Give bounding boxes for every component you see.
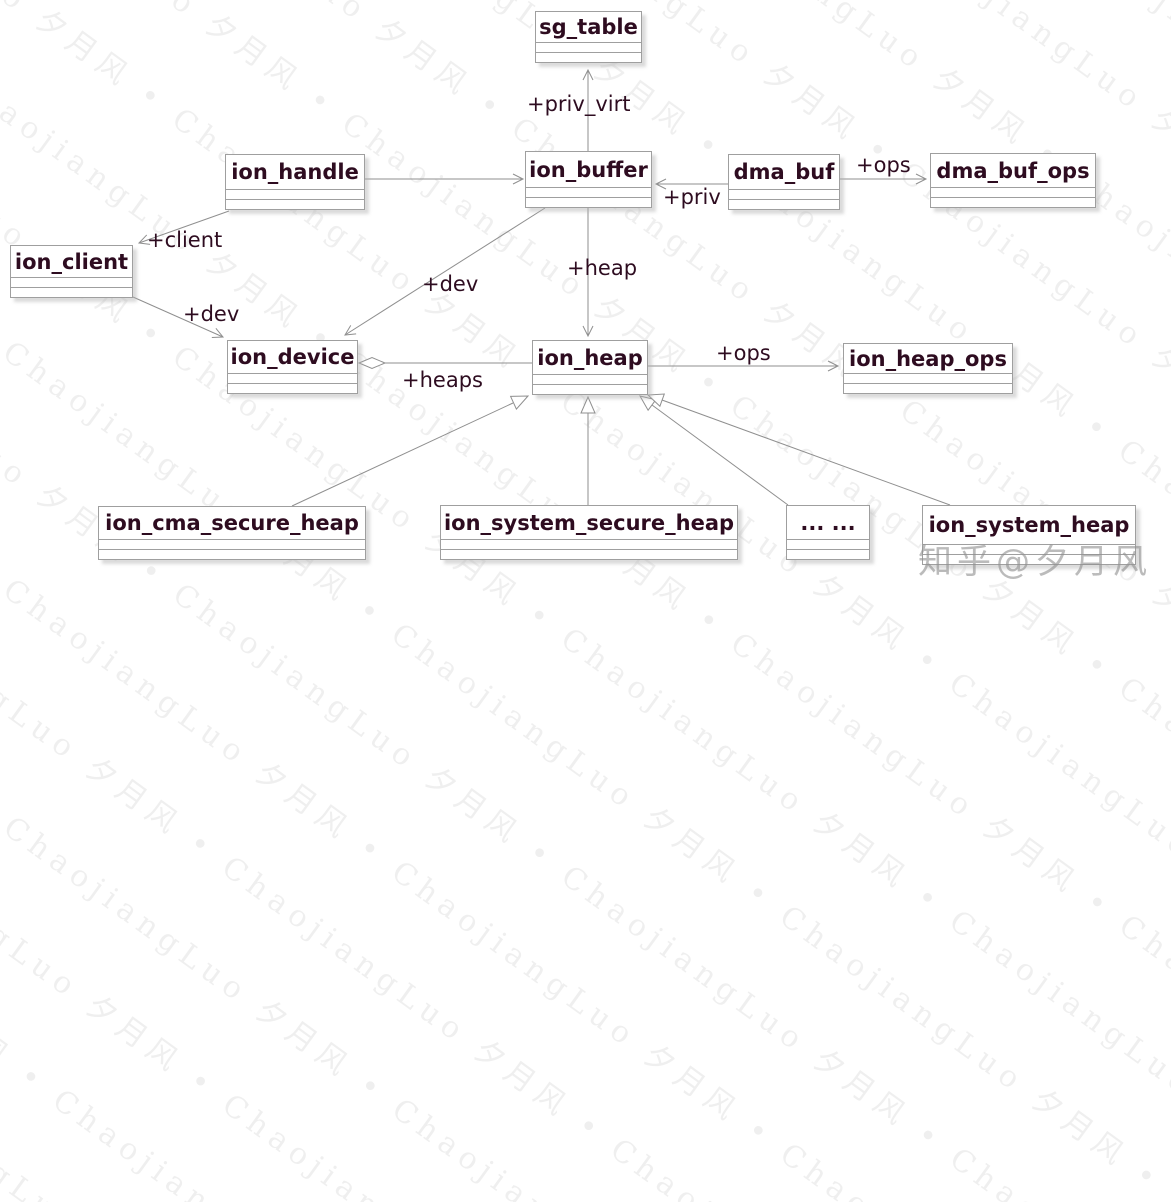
class-dma-buf: dma_buf <box>728 154 840 210</box>
attributes-compartment <box>787 539 869 549</box>
class-other-heaps: ... ... <box>786 505 870 560</box>
class-ion-cma-secure-heap: ion_cma_secure_heap <box>98 506 366 560</box>
methods-compartment <box>787 549 869 559</box>
class-title: ion_system_heap <box>928 513 1130 537</box>
edge-label-priv: +priv <box>663 185 721 209</box>
edge-label-heap: +heap <box>567 256 638 280</box>
attributes-compartment <box>11 277 132 287</box>
edge-label-ops-dmabuf: +ops <box>856 153 911 177</box>
class-title: sg_table <box>539 15 638 39</box>
class-title: ion_system_secure_heap <box>443 510 735 535</box>
class-title: dma_buf <box>733 160 835 184</box>
attributes-compartment <box>99 539 365 549</box>
edge-label-priv-virt: +priv_virt <box>527 92 631 116</box>
attributes-compartment <box>533 374 647 384</box>
class-title: ion_heap <box>537 345 643 370</box>
class-title: dma_buf_ops <box>936 158 1090 183</box>
generalization-triangle-dots <box>638 395 657 412</box>
attributes-compartment <box>441 539 737 549</box>
aggregation-diamond <box>357 356 387 370</box>
generalization-triangle-cma <box>509 395 530 411</box>
class-title: ion_heap_ops <box>849 346 1007 371</box>
edge-client-device <box>132 296 225 339</box>
edge-label-heaps: +heaps <box>402 368 483 392</box>
class-ion-handle: ion_handle <box>225 154 365 210</box>
class-ion-heap-ops: ion_heap_ops <box>843 343 1013 394</box>
methods-compartment <box>526 197 651 207</box>
edge-systemheap-heap <box>661 399 951 506</box>
methods-compartment <box>844 383 1012 393</box>
attributes-compartment <box>844 373 1012 383</box>
methods-compartment <box>226 199 364 209</box>
class-title: ion_buffer <box>529 157 648 182</box>
edge-label-dev-client: +dev <box>183 302 240 326</box>
class-ion-device: ion_device <box>227 340 358 394</box>
methods-compartment <box>533 384 647 394</box>
class-ion-heap: ion_heap <box>532 340 648 395</box>
class-ion-system-secure-heap: ion_system_secure_heap <box>440 505 738 560</box>
edge-label-dev-buffer: +dev <box>422 272 479 296</box>
edge-cmaheap-heap <box>291 402 514 507</box>
methods-compartment <box>923 554 1135 564</box>
class-sg-table: sg_table <box>535 11 642 63</box>
methods-compartment <box>441 549 737 559</box>
methods-compartment <box>729 199 839 209</box>
class-title: ion_cma_secure_heap <box>105 511 359 535</box>
class-title: ... ... <box>800 510 856 535</box>
methods-compartment <box>536 52 641 62</box>
attributes-compartment <box>729 189 839 199</box>
class-ion-buffer: ion_buffer <box>525 151 652 208</box>
generalization-triangle-system <box>646 393 666 408</box>
edge-label-client: +client <box>147 228 223 252</box>
methods-compartment <box>11 287 132 297</box>
class-ion-client: ion_client <box>10 245 133 298</box>
edge-label-ops-ionheap: +ops <box>716 341 771 365</box>
class-title: ion_client <box>14 249 129 274</box>
attributes-compartment <box>226 189 364 199</box>
generalization-triangle-systemsecure <box>580 395 596 414</box>
methods-compartment <box>99 549 365 559</box>
attributes-compartment <box>923 544 1135 554</box>
methods-compartment <box>228 383 357 393</box>
class-dma-buf-ops: dma_buf_ops <box>930 153 1096 208</box>
edge-dots-heap <box>651 404 789 506</box>
attributes-compartment <box>931 187 1095 197</box>
attributes-compartment <box>536 42 641 52</box>
class-title: ion_device <box>230 345 355 369</box>
class-title: ion_handle <box>231 160 359 184</box>
attributes-compartment <box>526 187 651 197</box>
relationship-lines <box>132 68 951 507</box>
edge-buffer-device <box>344 207 546 336</box>
attributes-compartment <box>228 373 357 383</box>
edge-handle-client <box>137 210 230 245</box>
methods-compartment <box>931 197 1095 207</box>
class-ion-system-heap: ion_system_heap <box>922 505 1136 565</box>
